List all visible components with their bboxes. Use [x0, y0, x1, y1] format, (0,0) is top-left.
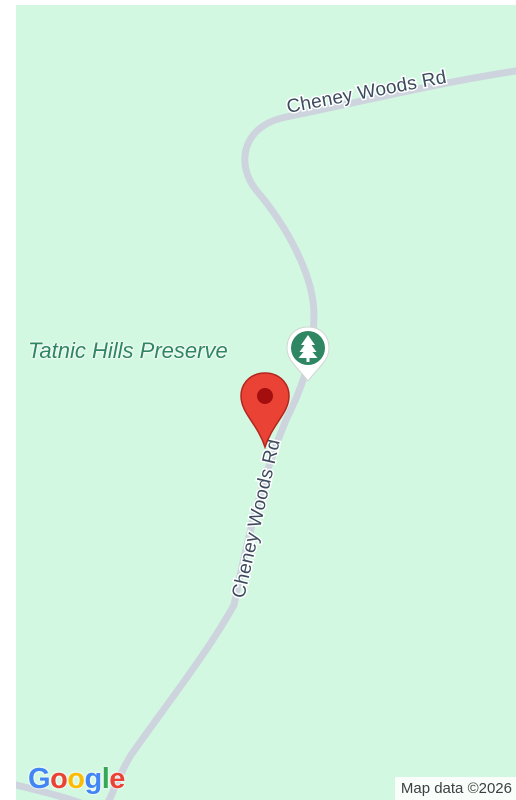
location-pin-icon[interactable]: [239, 371, 291, 451]
logo-letter: G: [28, 763, 51, 795]
tree-icon[interactable]: [284, 325, 332, 385]
poi-label[interactable]: Tatnic Hills Preserve: [28, 338, 228, 363]
logo-letter: o: [67, 763, 85, 795]
logo-letter: g: [84, 763, 103, 795]
map-canvas[interactable]: Cheney Woods Rd Cheney Woods Rd Tatnic H…: [16, 5, 516, 800]
logo-letter: e: [109, 763, 125, 795]
logo-letter: l: [101, 763, 110, 795]
logo-letter: o: [50, 763, 68, 795]
road-cheney-woods-rd: [105, 67, 516, 800]
map-attribution[interactable]: Map data ©2026: [394, 777, 516, 800]
road-label-top: Cheney Woods Rd: [285, 67, 448, 118]
google-logo[interactable]: Google: [28, 765, 125, 794]
road-layer: Cheney Woods Rd Cheney Woods Rd: [16, 65, 516, 800]
road-segment-bottom-left: [16, 781, 83, 800]
road-label-bottom: Cheney Woods Rd: [228, 437, 284, 600]
